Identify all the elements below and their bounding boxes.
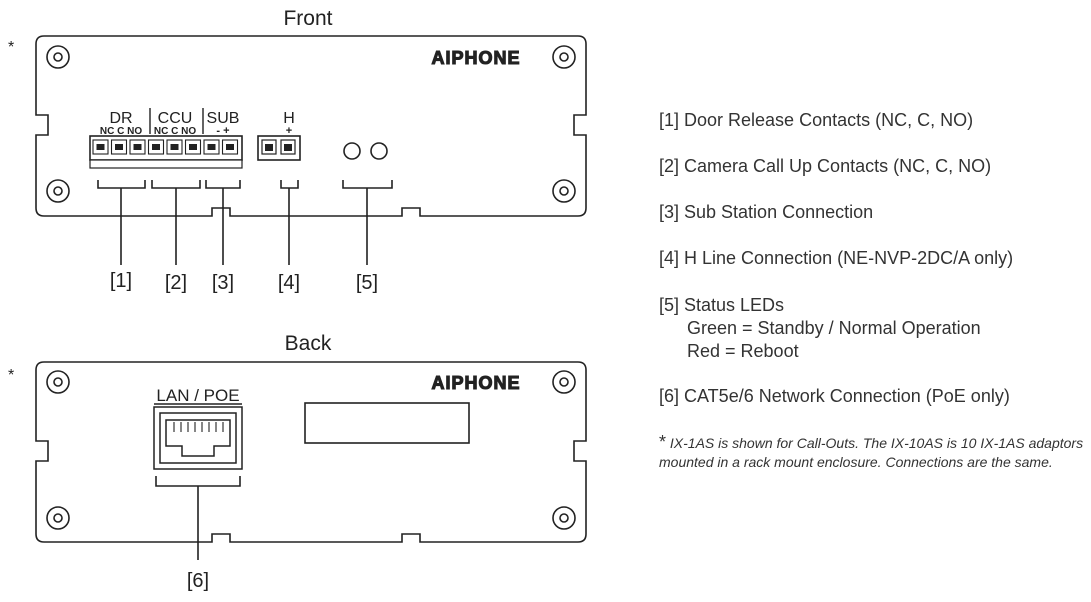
back-mount-hole	[46, 370, 576, 530]
status-leds	[343, 142, 388, 160]
dr-label: DR	[109, 110, 132, 127]
label-divider	[149, 108, 204, 134]
h-label: H	[283, 110, 295, 127]
terminal-pin-screw	[226, 144, 234, 150]
terminal-block	[89, 135, 243, 169]
led-red-desc: Red = Reboot	[687, 341, 799, 361]
terminal-pin-screw	[207, 144, 216, 150]
terminal-pin-screw	[115, 144, 123, 150]
front-title: Front	[283, 7, 332, 30]
terminal-pin-screw	[170, 144, 179, 150]
callout-5: [5]	[356, 272, 378, 294]
front-mount-hole	[46, 45, 576, 203]
led-title: [5] Status LEDs	[659, 295, 785, 315]
sub-label: SUB	[207, 110, 240, 127]
callout-6: [6]	[187, 570, 209, 592]
callout-leaders	[97, 180, 393, 265]
ccu-contacts-label: NC C NO	[154, 126, 196, 137]
lan-poe-label: LAN / POE	[156, 386, 239, 405]
back-asterisk: *	[8, 367, 14, 384]
front-panel	[35, 35, 587, 217]
legend-item-network: [6] CAT5e/6 Network Connection (PoE only…	[659, 386, 1010, 406]
terminal-pin-screw	[133, 144, 142, 150]
back-brand-logo: AIPHONE	[431, 373, 520, 393]
back-panel	[35, 361, 587, 543]
legend-item-camera-call-up: [2] Camera Call Up Contacts (NC, C, NO)	[659, 156, 992, 176]
rj45-port	[153, 406, 243, 470]
led-green-desc: Green = Standby / Normal Operation	[687, 318, 981, 338]
callout-1: [1]	[110, 270, 132, 292]
back-title: Back	[285, 332, 332, 355]
terminal-pin-screw	[96, 144, 105, 150]
sub-polarity-label: - +	[216, 125, 229, 137]
ccu-label: CCU	[158, 110, 193, 127]
callout-3: [3]	[212, 272, 234, 294]
legend-item-h-line: [4] H Line Connection (NE-NVP-2DC/A only…	[659, 248, 1014, 268]
legend-item-door-release: [1] Door Release Contacts (NC, C, NO)	[659, 110, 974, 130]
terminal-pin-screw	[152, 144, 160, 150]
legend-item-status-leds: [5] Status LEDs Green = Standby / Normal…	[659, 294, 981, 363]
footnote-asterisk: *	[659, 432, 667, 452]
callout-2: [2]	[165, 272, 187, 294]
h-polarity-label: +	[286, 125, 292, 137]
h-terminal-block	[257, 135, 301, 161]
front-brand-logo: AIPHONE	[431, 48, 520, 68]
footnote-text: IX-1AS is shown for Call-Outs. The IX-10…	[659, 435, 1084, 470]
legend-item-sub-station: [3] Sub Station Connection	[659, 202, 874, 222]
callout-6-leader	[155, 476, 241, 560]
label-window	[304, 402, 470, 444]
callout-4: [4]	[278, 272, 300, 294]
panel-diagram: Front * AIPHONE DR CCU SUB H NC C NO NC …	[8, 7, 587, 592]
front-asterisk: *	[8, 39, 14, 56]
dr-contacts-label: NC C NO	[100, 126, 142, 137]
terminal-pin-screw	[189, 144, 197, 150]
footnote: * IX-1AS is shown for Call-Outs. The IX-…	[659, 433, 1089, 472]
